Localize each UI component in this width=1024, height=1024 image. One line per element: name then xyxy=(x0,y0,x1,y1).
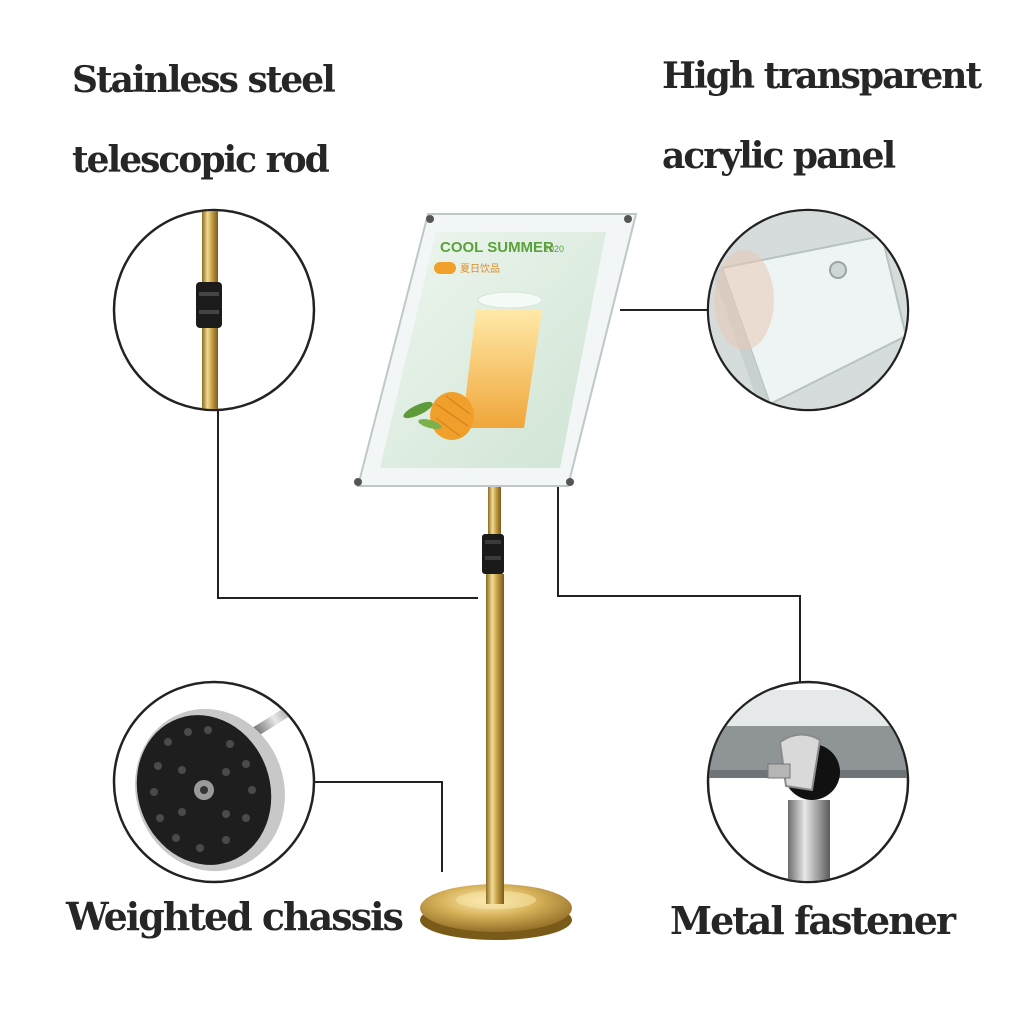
acrylic-detail xyxy=(706,208,910,412)
chassis-detail xyxy=(112,680,316,884)
rod-label-line2: telescopic rod xyxy=(72,139,330,181)
rod-leader-line xyxy=(217,410,478,599)
telescopic-pole xyxy=(482,470,504,904)
rod-label-line1: Stainless steel xyxy=(72,59,336,101)
panel-label-line1: High transparent xyxy=(662,55,982,97)
screw-icon xyxy=(624,215,632,223)
rod-detail xyxy=(112,208,316,412)
chassis-leader-line xyxy=(313,781,443,872)
poster-headline: COOL SUMMER xyxy=(440,239,554,256)
fastener-label: Metal fastener xyxy=(670,898,956,943)
screw-icon xyxy=(426,215,434,223)
poster-subtitle: 夏日饮品 xyxy=(460,262,500,275)
panel-label-line2: acrylic panel xyxy=(662,135,896,177)
fastener-detail xyxy=(706,680,910,884)
screw-icon xyxy=(566,478,574,486)
screw-icon xyxy=(354,478,362,486)
poster-tag: 2020 xyxy=(544,244,564,254)
chassis-label: Weighted chassis xyxy=(66,894,404,939)
weighted-base xyxy=(420,884,572,940)
acrylic-panel xyxy=(354,213,638,487)
fastener-leader-line xyxy=(557,478,801,683)
